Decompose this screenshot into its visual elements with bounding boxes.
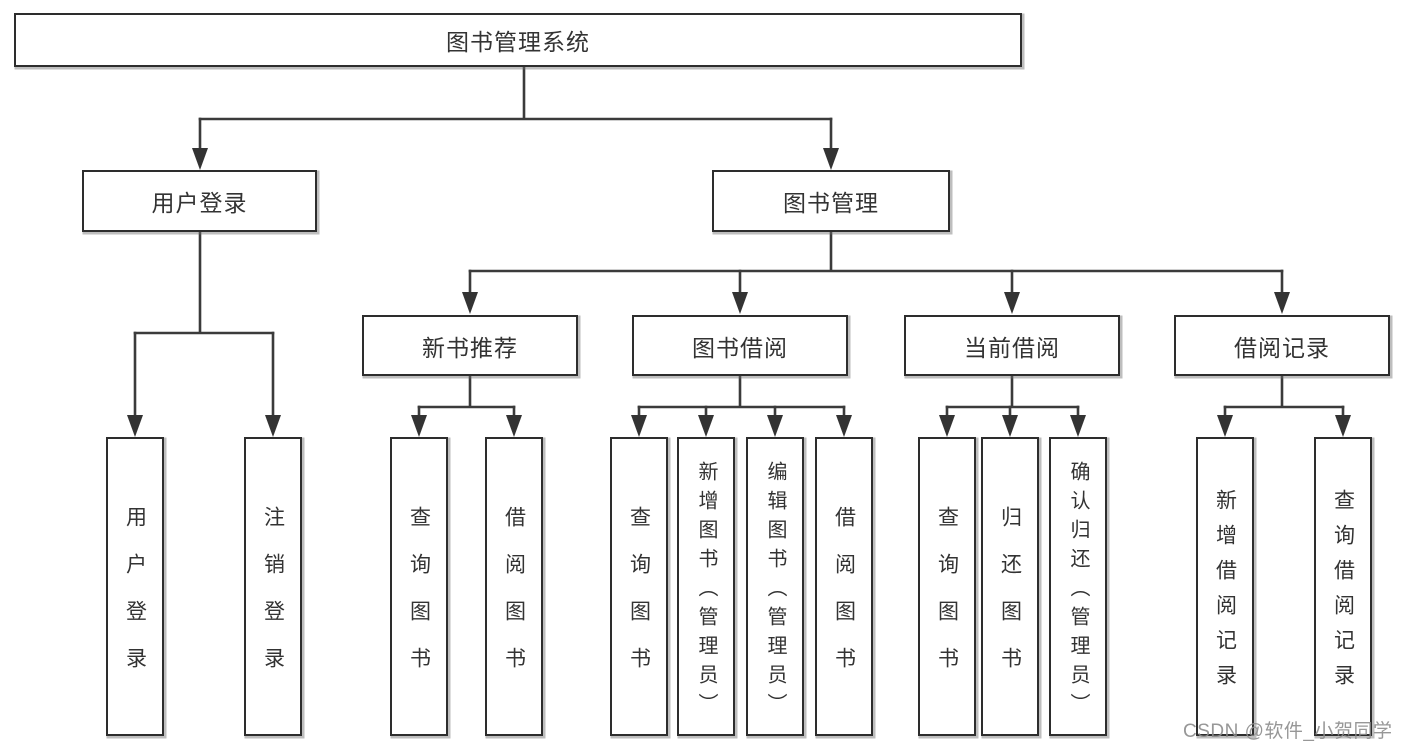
node-label: 新增借阅记录 (1213, 488, 1237, 699)
leaf-return-books: 归还图书 (981, 437, 1039, 736)
node-library-management-system: 图书管理系统 (14, 13, 1022, 67)
node-label: 归还图书 (998, 505, 1022, 694)
leaf-edit-books-admin: 编辑图书（管理员） (746, 437, 804, 736)
node-label: 用户登录 (151, 190, 248, 216)
node-label: 用户登录 (123, 505, 147, 694)
node-label: 查询图书 (627, 505, 651, 694)
node-current-borrow: 当前借阅 (904, 315, 1120, 376)
leaf-search-books-borrow: 查询图书 (610, 437, 668, 736)
leaf-search-borrow-record: 查询借阅记录 (1314, 437, 1372, 736)
node-new-book-recommend: 新书推荐 (362, 315, 578, 376)
node-label: 查询图书 (935, 505, 959, 694)
leaf-add-books-admin: 新增图书（管理员） (677, 437, 735, 736)
leaf-logout: 注销登录 (244, 437, 302, 736)
node-label: 当前借阅 (964, 334, 1060, 361)
node-label: 图书管理 (783, 190, 879, 216)
node-book-management: 图书管理 (712, 170, 950, 232)
arrowhead-icons (127, 148, 1351, 437)
leaf-search-books-current: 查询图书 (918, 437, 976, 736)
node-label: 编辑图书（管理员） (764, 460, 786, 722)
leaf-borrow-books: 借阅图书 (815, 437, 873, 736)
node-label: 图书借阅 (692, 334, 788, 361)
node-borrow-records: 借阅记录 (1174, 315, 1390, 376)
node-label: 查询借阅记录 (1331, 488, 1355, 699)
node-label: 借阅记录 (1234, 334, 1330, 361)
node-label: 注销登录 (261, 505, 285, 694)
leaf-search-books-recommend: 查询图书 (390, 437, 448, 736)
leaf-add-borrow-record: 新增借阅记录 (1196, 437, 1254, 736)
node-label: 确认归还（管理员） (1067, 460, 1089, 722)
node-book-borrow: 图书借阅 (632, 315, 848, 376)
node-label: 借阅图书 (832, 505, 856, 694)
leaf-user-login: 用户登录 (106, 437, 164, 736)
node-label: 图书管理系统 (446, 29, 590, 55)
leaf-confirm-return-admin: 确认归还（管理员） (1049, 437, 1107, 736)
leaf-borrow-books-recommend: 借阅图书 (485, 437, 543, 736)
node-label: 新书推荐 (422, 334, 518, 361)
csdn-watermark: CSDN @软件_小贺同学 (1183, 721, 1393, 742)
node-label: 新增图书（管理员） (695, 460, 717, 722)
node-label: 借阅图书 (502, 505, 526, 694)
node-label: 查询图书 (407, 505, 431, 694)
node-user-login: 用户登录 (82, 170, 317, 232)
